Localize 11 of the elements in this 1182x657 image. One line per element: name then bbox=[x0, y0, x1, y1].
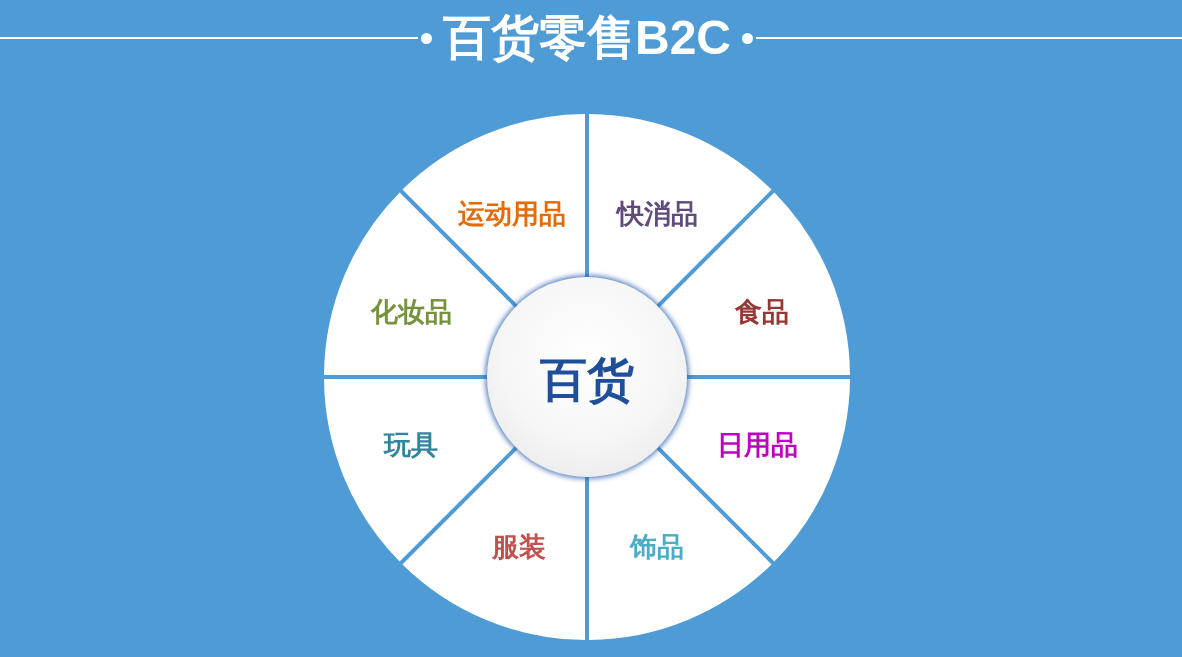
sector-label: 日用品 bbox=[716, 431, 798, 459]
sector-label: 快消品 bbox=[616, 200, 698, 228]
sector-label: 饰品 bbox=[630, 533, 684, 561]
sector-label: 玩具 bbox=[384, 431, 438, 459]
sector-label: 化妆品 bbox=[370, 298, 452, 326]
sector-label: 运动用品 bbox=[458, 200, 566, 228]
sector-label: 服装 bbox=[492, 533, 546, 561]
title: 百货零售B2C bbox=[443, 14, 731, 62]
center-label: 百货 bbox=[540, 355, 634, 403]
sector-label: 食品 bbox=[735, 298, 789, 326]
wheel-sector bbox=[659, 379, 850, 562]
